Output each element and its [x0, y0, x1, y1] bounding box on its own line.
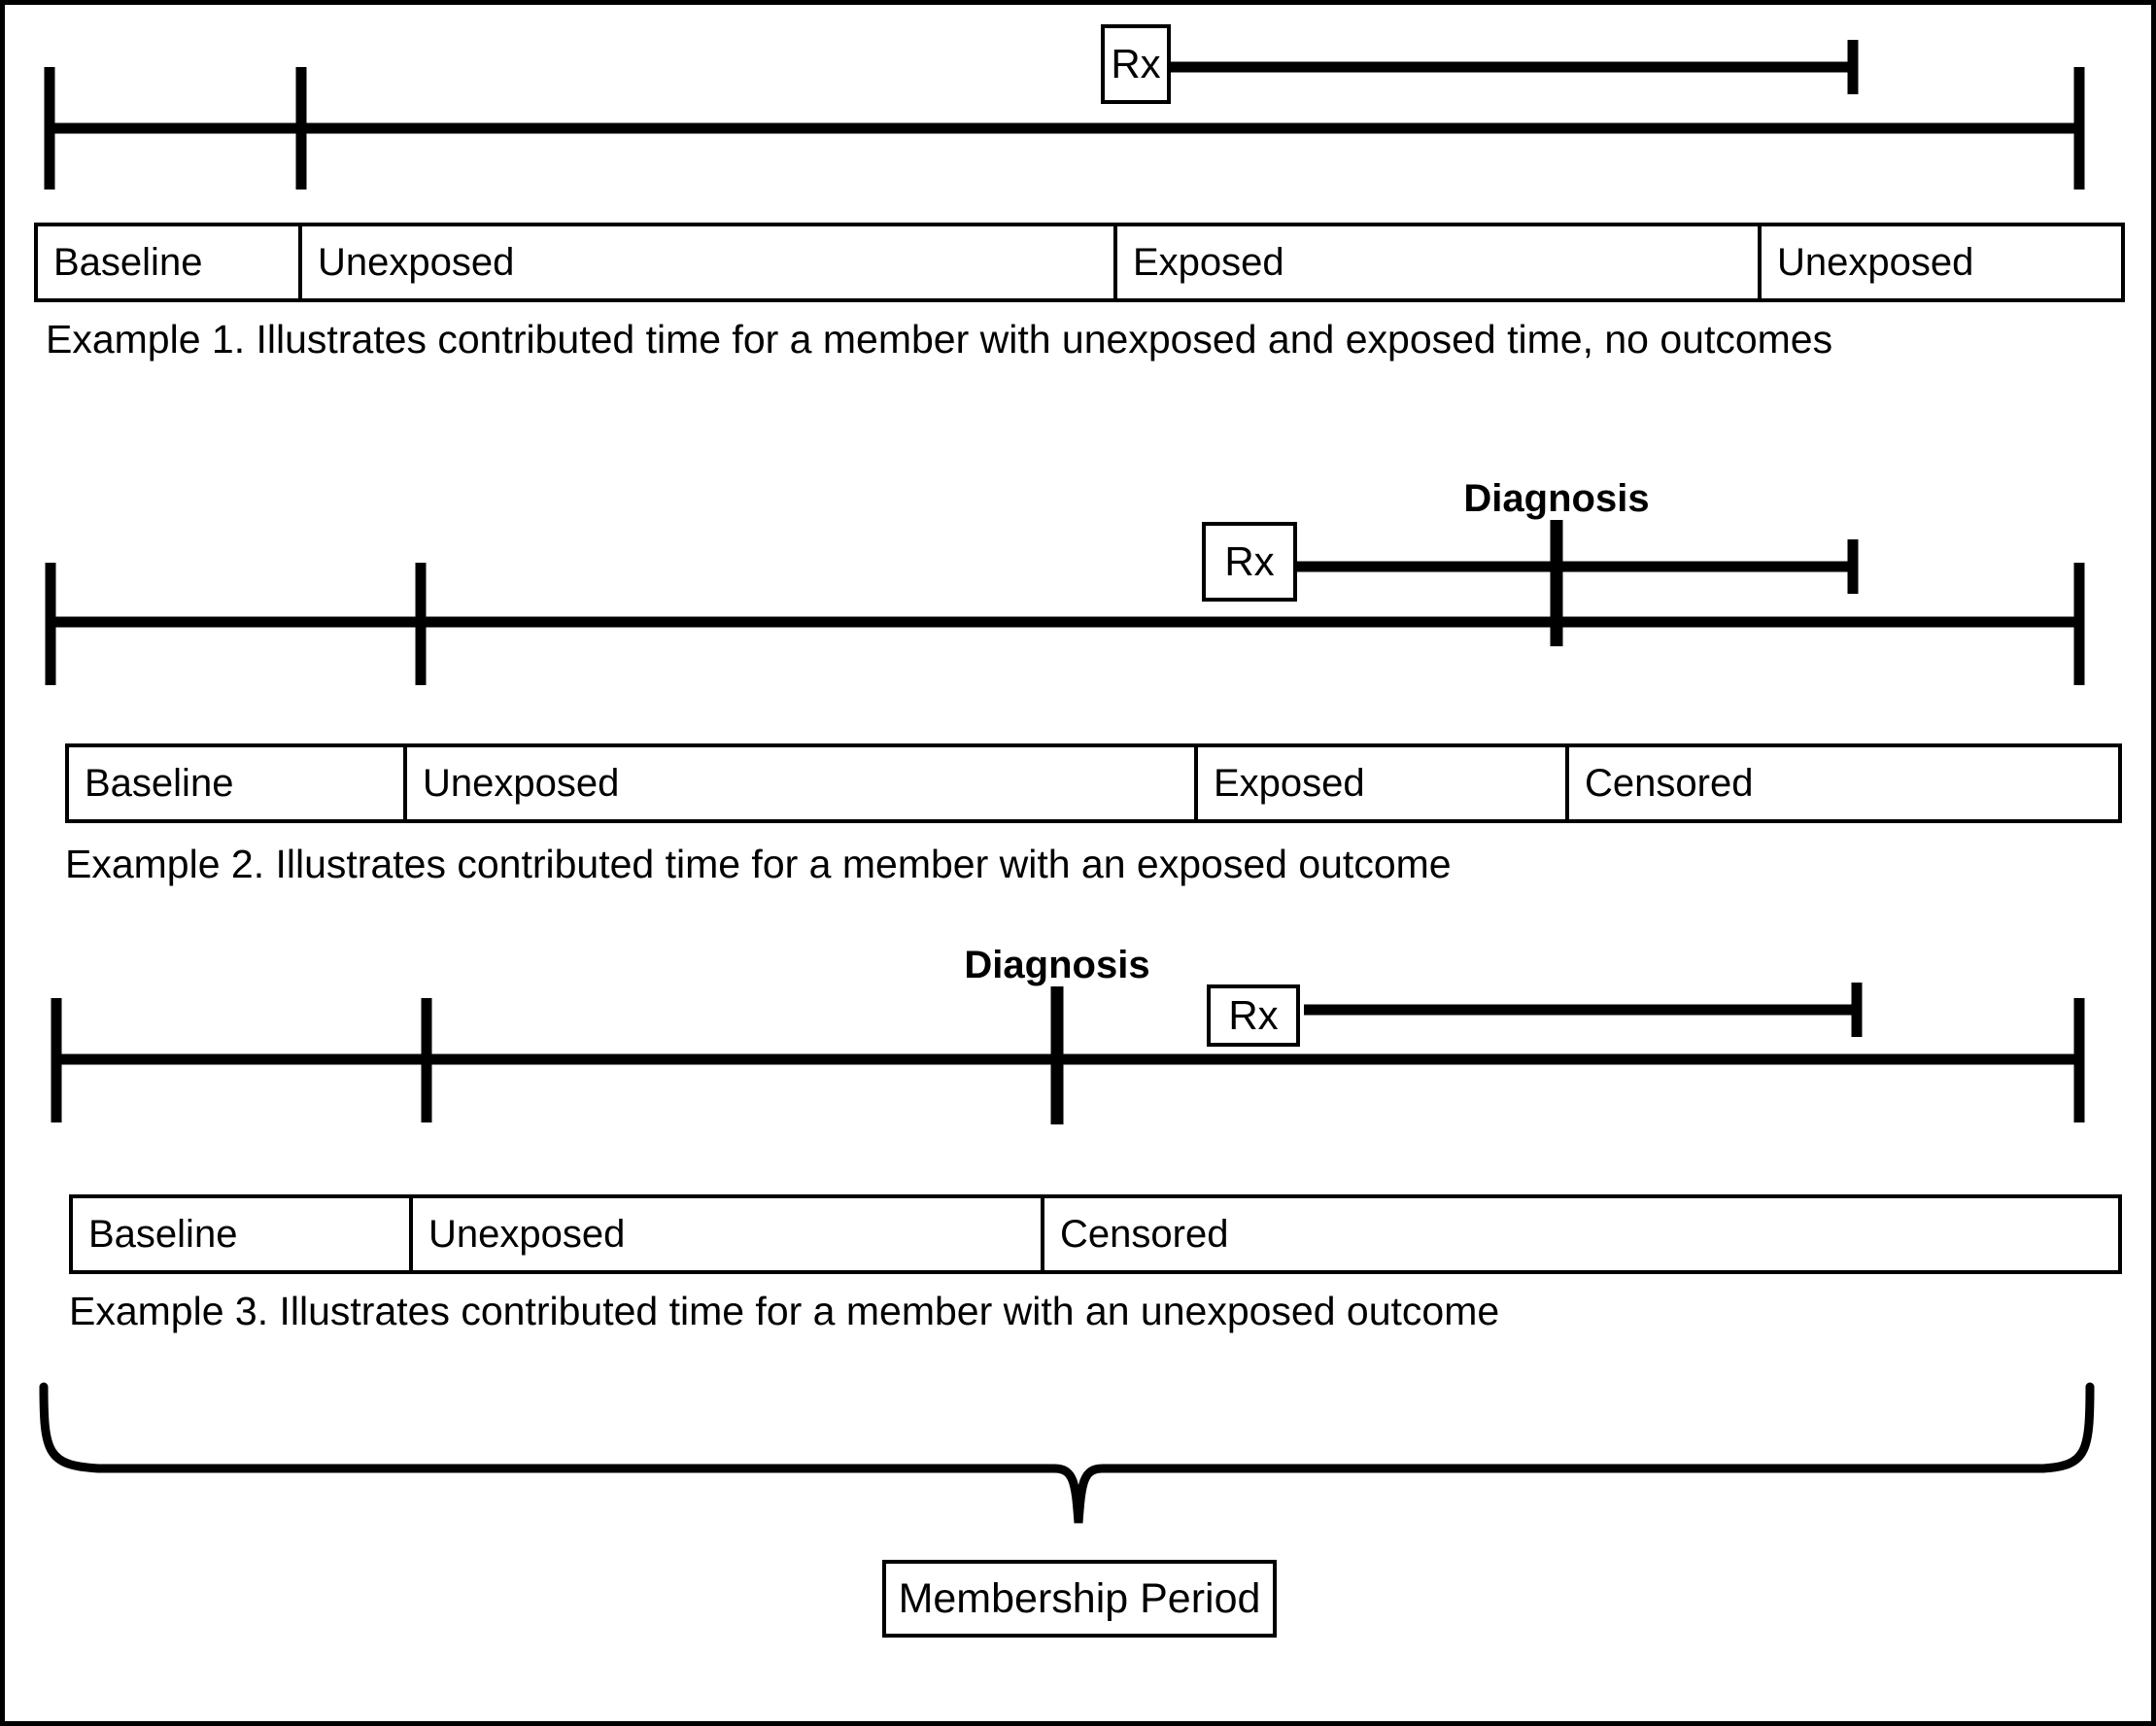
segment-label: Baseline	[53, 240, 203, 284]
example-2-diagnosis-label: Diagnosis	[1463, 477, 1650, 520]
example-3-segment-row: Baseline Unexposed Censored	[69, 1194, 2122, 1274]
example-3-diagnosis-label: Diagnosis	[964, 944, 1150, 986]
segment-label: Unexposed	[1777, 240, 1974, 284]
example-2-caption: Example 2. Illustrates contributed time …	[65, 842, 1452, 886]
example-2-segment-unexposed: Unexposed	[407, 747, 1198, 819]
example-1-rx-box: Rx	[1101, 24, 1171, 104]
example-1-segment-unexposed-b: Unexposed	[1762, 226, 2121, 298]
example-2-segment-row: Baseline Unexposed Exposed Censored	[65, 743, 2122, 823]
example-1-rx-label: Rx	[1111, 41, 1161, 86]
example-1-segment-exposed: Exposed	[1117, 226, 1762, 298]
segment-label: Unexposed	[423, 761, 620, 805]
example-1-caption: Example 1. Illustrates contributed time …	[46, 317, 1833, 362]
segment-label: Censored	[1585, 761, 1754, 805]
example-1-segment-baseline: Baseline	[38, 226, 302, 298]
segment-label: Exposed	[1214, 761, 1365, 805]
example-3-caption: Example 3. Illustrates contributed time …	[69, 1289, 1500, 1333]
membership-period-label: Membership Period	[898, 1574, 1261, 1622]
example-2-segment-censored: Censored	[1569, 747, 2118, 819]
example-3-segment-baseline: Baseline	[73, 1198, 413, 1270]
example-2-segment-baseline: Baseline	[69, 747, 407, 819]
membership-period-box: Membership Period	[882, 1560, 1277, 1638]
segment-label: Baseline	[88, 1212, 238, 1256]
segment-label: Exposed	[1133, 240, 1284, 284]
example-2-rx-box: Rx	[1202, 522, 1297, 602]
segment-label: Baseline	[85, 761, 234, 805]
example-3-rx-label: Rx	[1228, 992, 1279, 1038]
example-1-segment-row: Baseline Unexposed Exposed Unexposed	[34, 223, 2125, 302]
segment-label: Censored	[1060, 1212, 1229, 1256]
segment-label: Unexposed	[318, 240, 515, 284]
example-3-segment-unexposed: Unexposed	[413, 1198, 1044, 1270]
example-1-segment-unexposed-a: Unexposed	[302, 226, 1117, 298]
example-3-rx-box: Rx	[1207, 984, 1300, 1047]
segment-label: Unexposed	[428, 1212, 626, 1256]
membership-period-brace	[39, 1382, 2095, 1524]
example-3-segment-censored: Censored	[1044, 1198, 2118, 1270]
example-2-rx-label: Rx	[1224, 538, 1275, 584]
example-1-timeline-graphics	[39, 40, 2095, 1524]
example-2-segment-exposed: Exposed	[1198, 747, 1569, 819]
